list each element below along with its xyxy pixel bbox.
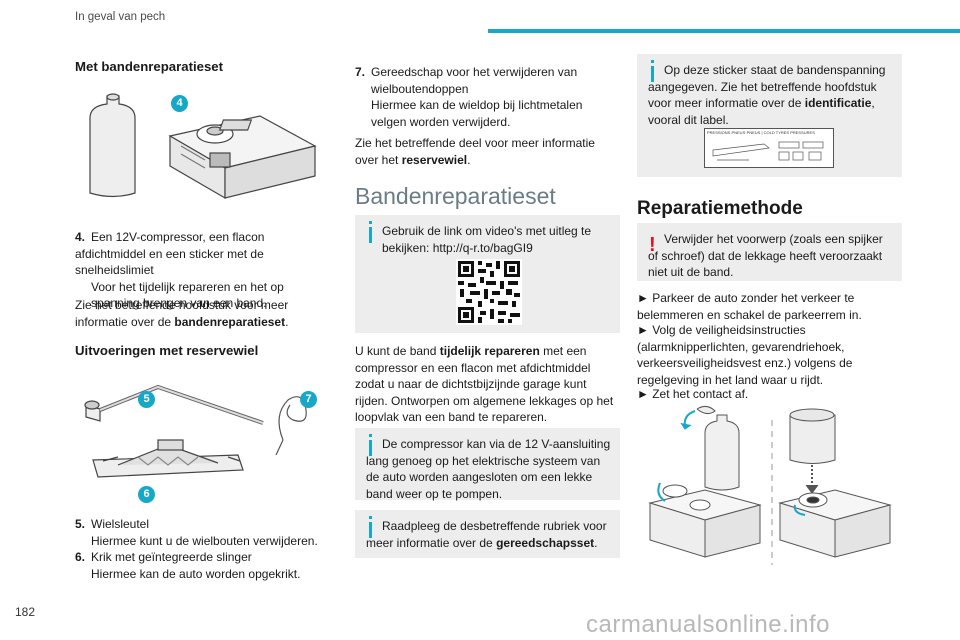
heading-reparatiemethode: Reparatiemethode	[637, 198, 803, 219]
running-header: In geval van pech	[75, 11, 166, 23]
watermark: carmanualsonline.info	[586, 611, 830, 638]
warning-icon: !	[649, 234, 656, 256]
info-bold: identificatie	[804, 96, 872, 111]
heading-uitvoeringen-reservewiel: Uitvoeringen met reservewiel	[75, 343, 259, 358]
step-2: ► Volg de veiligheidsinstructies (alarmk…	[637, 323, 853, 387]
item-7-number: 7.	[355, 65, 366, 79]
step-3: ► Zet het contact af.	[637, 387, 749, 401]
info-icon	[651, 60, 654, 82]
info-text: Gebruik de link om video's met uitleg te…	[382, 224, 592, 255]
info-text: Op deze sticker staat de bandenspanning …	[648, 63, 886, 111]
paragraph-bold: tijdelijk repareren	[439, 344, 540, 358]
callout-5: 5	[138, 391, 155, 408]
info-box-compressor: De compressor kan via de 12 V-aansluitin…	[355, 428, 620, 501]
info-box-gereedschapsset: Raadpleeg de desbetreffende rubriek voor…	[355, 510, 620, 558]
info-bold: gereedschapsset	[496, 535, 595, 550]
repair-steps-illustration	[648, 405, 892, 565]
tyre-label-graphic	[712, 141, 824, 161]
item-5-desc: Hiermee kunt u de wielbouten verwijderen…	[91, 533, 318, 548]
item-7-desc: Hiermee kan de wieldop bij lichtmetalen …	[371, 98, 583, 129]
tyre-pressure-label: PRESSIONS PNEUS·PNEUS | COLD TYRES PRESS…	[704, 128, 834, 168]
paragraph-end: .	[285, 314, 289, 329]
item-6-number: 6.	[75, 550, 86, 564]
info-text: De compressor kan via de 12 V-aansluitin…	[366, 437, 611, 501]
paragraph-text-b: met een compressor en een flacon met afd…	[355, 344, 614, 425]
info-text: Raadpleeg de desbetreffende rubriek voor…	[366, 519, 607, 550]
info-text-end: , vooral dit label.	[648, 96, 875, 127]
item-5-number: 5.	[75, 517, 86, 531]
wheel-tools-illustration	[84, 384, 307, 478]
warning-text: Verwijder het voorwerp (zoals een spijke…	[648, 232, 883, 280]
callout-7: 7	[300, 391, 317, 408]
item-5-title: Wielsleutel	[91, 517, 150, 531]
heading-met-bandenreparatieset: Met bandenreparatieset	[75, 59, 224, 74]
page-number: 182	[15, 605, 36, 619]
item-7: 7. Gereedschap voor het verwijderen van w…	[355, 64, 617, 130]
item-4-desc: Voor het tijdelijk repareren en het op s…	[91, 279, 284, 311]
paragraph-text-a: U kunt de band	[355, 344, 440, 358]
paragraph-bandenreparatieset-ref: Zie het betreffende hoofdstuk voor meer …	[75, 297, 330, 330]
paragraph-text: Zie het betreffende hoofdstuk voor meer …	[75, 298, 289, 329]
paragraph-bold: bandenreparatieset	[174, 314, 286, 329]
item-4-number: 4.	[75, 230, 86, 244]
info-icon	[369, 434, 372, 456]
info-icon	[369, 221, 372, 243]
tyre-pressure-label-text: PRESSIONS PNEUS·PNEUS | COLD TYRES PRESS…	[707, 130, 815, 135]
callout-6: 6	[138, 486, 155, 503]
item-6: 6. Krik met geïntegreerde slinger Hiermee…	[75, 549, 330, 582]
item-6-desc: Hiermee kan de auto worden opgekrikt.	[91, 566, 301, 581]
header-accent-bar	[488, 29, 960, 33]
item-4: 4.Een 12V-compressor, een flacon afdicht…	[75, 229, 330, 312]
warning-box: ! Verwijder het voorwerp (zoals een spij…	[637, 223, 902, 281]
step-1: ► Parkeer de auto zonder het verkeer te …	[637, 291, 862, 322]
item-4-title: Een 12V-compressor, een flacon afdichtmi…	[75, 230, 265, 278]
info-end: .	[594, 535, 598, 550]
paragraph-tijdelijk-repareren: U kunt de band tijdelijk repareren met e…	[355, 343, 620, 426]
item-7-title: Gereedschap voor het verwijderen van wie…	[371, 65, 578, 96]
item-5: 5. Wielsleutel Hiermee kunt u de wielbout…	[75, 516, 330, 549]
info-box-sticker: Op deze sticker staat de bandenspanning …	[637, 54, 902, 177]
info-box-video-link: Gebruik de link om video's met uitleg te…	[355, 215, 620, 333]
paragraph-end: .	[467, 152, 471, 167]
qr-code-icon	[456, 259, 522, 325]
info-icon	[369, 516, 372, 538]
paragraph-text: Zie het betreffende deel voor meer infor…	[355, 136, 595, 167]
paragraph-reservewiel-ref: Zie het betreffende deel voor meer infor…	[355, 135, 617, 168]
paragraph-bold: reservewiel	[401, 152, 468, 167]
callout-4: 4	[171, 95, 188, 112]
compressor-kit-illustration	[89, 93, 317, 200]
item-6-title: Krik met geïntegreerde slinger	[91, 550, 252, 564]
heading-bandenreparatieset: Bandenreparatieset	[355, 183, 556, 209]
